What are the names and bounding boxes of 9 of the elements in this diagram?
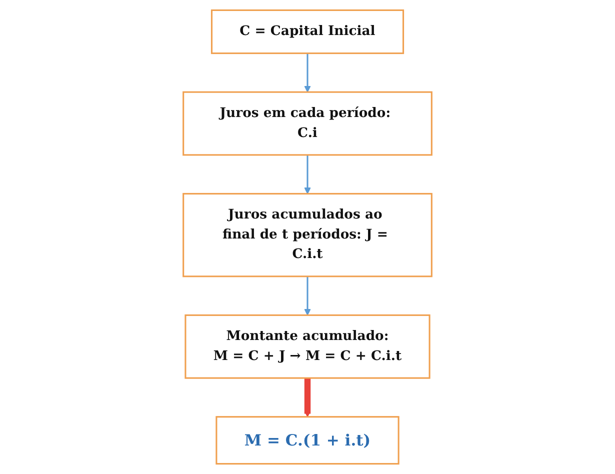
arrow [304, 276, 311, 316]
node-box: Juros acumulados ao final de t períodos: J = C.i.t [182, 192, 432, 278]
node-box: Montante acumulado: M = C + J → M = C + C.i.t [184, 314, 430, 379]
arrow [304, 154, 311, 194]
node-box: M = C.(1 + i.t) [216, 416, 400, 465]
arrow [304, 378, 311, 418]
arrow [304, 53, 311, 92]
node-box: C = Capital Inicial [210, 9, 404, 54]
node-box: Juros em cada período: C.i [182, 91, 432, 156]
